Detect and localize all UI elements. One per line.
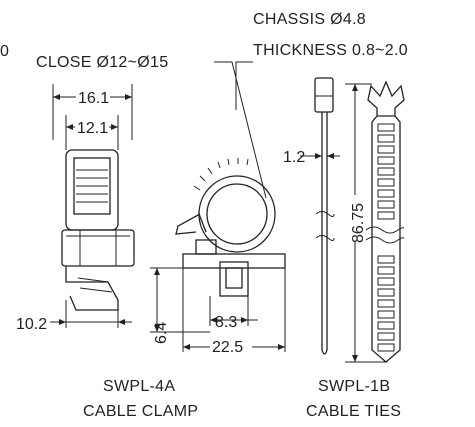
- tie-rung: [377, 134, 395, 143]
- dim-length-clamp: 22.5: [212, 339, 243, 356]
- tie-rung: [377, 332, 395, 341]
- tie-model: SWPL-1B: [318, 378, 390, 395]
- dim-tie-thickness: 1.2: [283, 149, 305, 166]
- tie-rung: [377, 299, 395, 308]
- tie-rung: [377, 167, 395, 176]
- tie-rung: [377, 321, 395, 330]
- close-leader-line: [214, 61, 267, 199]
- dim-slot: 8.3: [215, 314, 237, 331]
- tie-rung: [377, 277, 395, 286]
- tie-name: CABLE TIES: [306, 403, 401, 420]
- tie-rung: [377, 156, 395, 165]
- tie-rung: [377, 123, 395, 132]
- dim-outer-width: 16.1: [78, 90, 109, 107]
- dim-tie-length: 86.75: [350, 203, 367, 243]
- clamp-side-view: 6.4 8.3 22.5: [150, 158, 286, 356]
- tie-rung: [377, 255, 395, 264]
- tie-rung: [377, 310, 395, 319]
- dim-base: 10.2: [16, 316, 47, 333]
- chassis-label: CHASSIS Ø4.8: [253, 11, 366, 28]
- tie-rung: [377, 343, 395, 352]
- thickness-leader-line: [235, 61, 253, 110]
- clamp-name: CABLE CLAMP: [83, 403, 198, 420]
- close-label: CLOSE Ø12~Ø15: [36, 54, 168, 71]
- tie-rung: [377, 288, 395, 297]
- tie-rung: [377, 178, 395, 187]
- tie-rung: [377, 211, 395, 220]
- tie-side-view: 1.2: [283, 77, 340, 355]
- tie-rung: [377, 200, 395, 209]
- thickness-label: THICKNESS 0.8~2.0: [253, 42, 408, 59]
- tie-front-view: 86.75: [345, 80, 405, 363]
- tie-rung: [377, 189, 395, 198]
- tie-rung: [377, 145, 395, 154]
- dim-height: 6.4: [153, 322, 170, 344]
- clamp-model: SWPL-4A: [103, 378, 175, 395]
- tie-rung: [377, 266, 395, 275]
- dim-inner-width: 12.1: [77, 120, 108, 137]
- clamp-front-view: 16.1 12.1 10.2: [16, 84, 135, 333]
- edge-fragment-text: 0: [0, 43, 9, 60]
